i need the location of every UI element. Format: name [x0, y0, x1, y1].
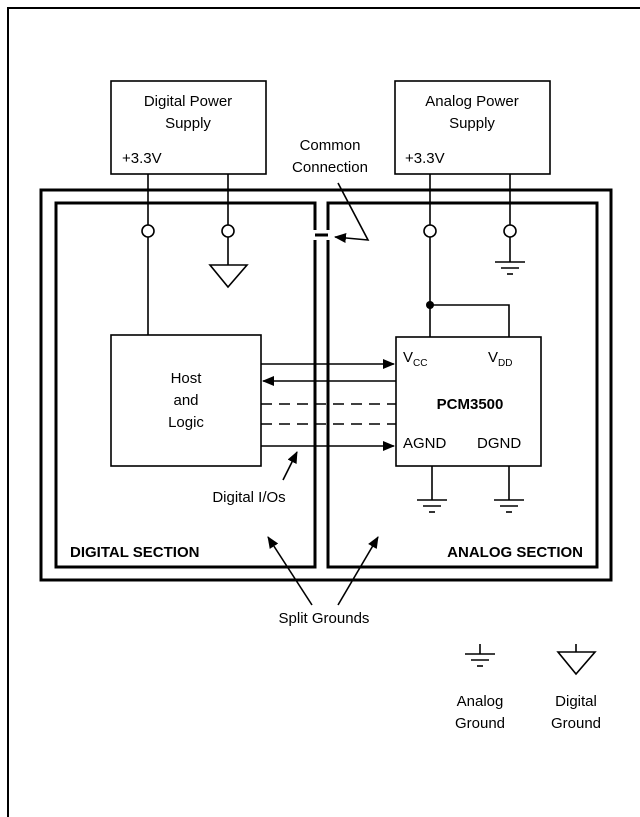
split-grounds-arrow-left: [267, 536, 313, 606]
page-frame: [7, 7, 640, 817]
digital-supply-line1: Digital Power: [144, 93, 232, 110]
digital-ios-arrow: [282, 451, 298, 481]
digital-ground-symbol: [208, 264, 249, 289]
digital-supply-line2: Supply: [165, 115, 211, 132]
board-outline: [39, 188, 613, 582]
vcc-label: VCC: [403, 349, 427, 369]
vdd-wire: [430, 304, 510, 337]
digital-section: [54, 201, 317, 569]
host-logic-block: Host and Logic: [110, 334, 262, 467]
analog-supply-line1: Analog Power: [425, 93, 518, 110]
digital-gnd-terminal: [221, 224, 235, 238]
digital-power-supply: Digital Power Supply +3.3V: [110, 80, 267, 175]
digital-ios-label: Digital I/Os: [212, 489, 285, 506]
analog-supply-voltage: +3.3V: [405, 150, 445, 167]
legend-digital-ground-symbol: [556, 644, 597, 676]
split-grounds-label: Split Grounds: [279, 610, 370, 627]
analog-section-label: ANALOG SECTION: [447, 544, 583, 561]
digital-vplus-terminal: [141, 224, 155, 238]
legend-analog-line1: Analog: [457, 693, 504, 710]
split-grounds-arrow-right: [337, 536, 379, 606]
digital-supply-voltage: +3.3V: [122, 150, 162, 167]
analog-power-supply: Analog Power Supply +3.3V: [394, 80, 551, 175]
agnd-label: AGND: [403, 435, 447, 452]
digital-section-label: DIGITAL SECTION: [70, 544, 199, 561]
analog-vplus-terminal: [423, 224, 437, 238]
host-line2: and: [173, 392, 198, 409]
dgnd-label: DGND: [477, 435, 521, 452]
analog-supply-line2: Supply: [449, 115, 495, 132]
chip-name: PCM3500: [437, 396, 504, 413]
common-connection-line1: Common: [300, 137, 361, 154]
agnd-ground-symbol: [417, 499, 447, 513]
analog-gnd-terminal: [503, 224, 517, 238]
common-connection-arrow: [334, 182, 370, 243]
analog-ground-symbol-top: [495, 261, 525, 275]
host-line3: Logic: [168, 414, 204, 431]
legend-analog-line2: Ground: [455, 715, 505, 732]
common-connection-line2: Connection: [292, 159, 368, 176]
legend-analog-ground-symbol: [465, 644, 495, 667]
pcm3500-chip: VCC VDD PCM3500 AGND DGND: [395, 336, 542, 467]
host-line1: Host: [171, 370, 203, 387]
legend-digital-line2: Ground: [551, 715, 601, 732]
analog-section: [326, 201, 599, 569]
legend-digital-line1: Digital: [555, 693, 597, 710]
vdd-label: VDD: [488, 349, 512, 369]
dgnd-ground-symbol: [494, 499, 524, 513]
